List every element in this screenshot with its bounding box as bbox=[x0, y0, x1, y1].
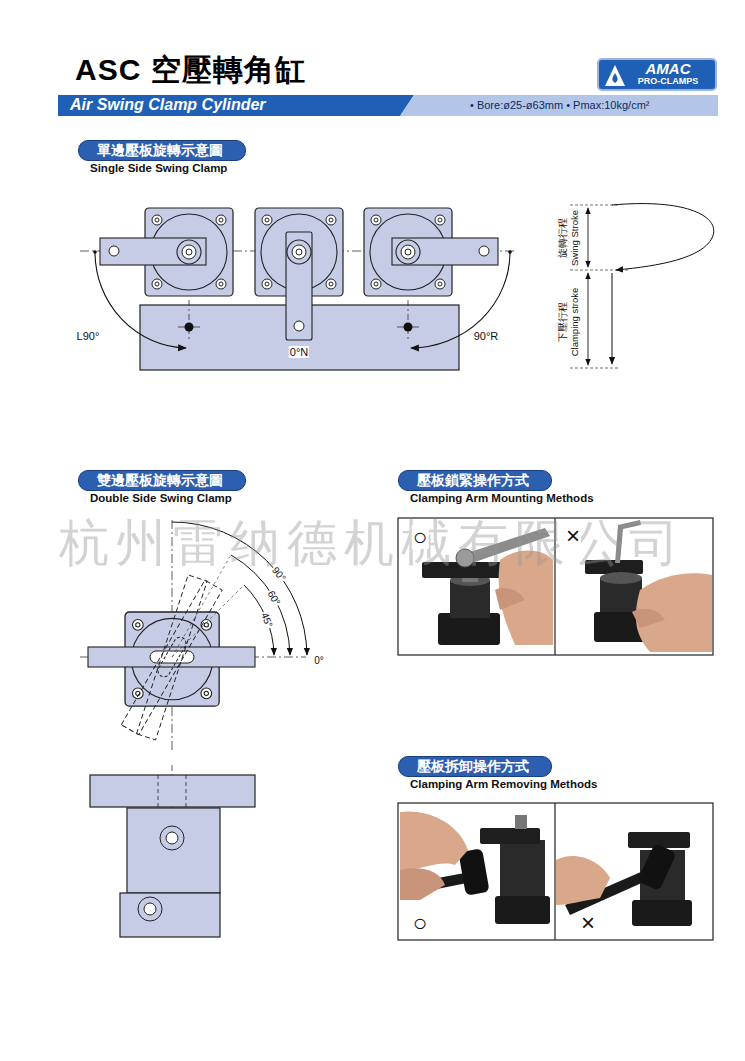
heading-pill: 壓板鎖緊操作方式 bbox=[398, 470, 552, 491]
heading-english: Clamping Arm Mounting Methods bbox=[410, 491, 594, 505]
heading-pill: 雙邊壓板旋轉示意圖 bbox=[78, 470, 246, 491]
wrong-mark: × bbox=[580, 911, 596, 935]
section-heading: 單邊壓板旋轉示意圖Single Side Swing Clamp bbox=[78, 140, 246, 175]
band-title: Air Swing Clamp Cylinder bbox=[70, 95, 266, 115]
brand-logo: AMACPRO-CLAMPS bbox=[597, 58, 717, 91]
stroke-label: 旋轉行程 bbox=[558, 218, 568, 258]
stroke-label: Swing Stroke bbox=[570, 210, 580, 266]
section-heading: 雙邊壓板旋轉示意圖Double Side Swing Clamp bbox=[78, 470, 246, 505]
brand-name: AMAC bbox=[629, 61, 707, 76]
page-title: ASC 空壓轉角缸 bbox=[75, 50, 306, 91]
angle-label: 45° bbox=[259, 610, 276, 630]
heading-pill: 壓板拆卸操作方式 bbox=[398, 756, 552, 777]
watermark: 杭州雷纳德机械有限公司 bbox=[59, 517, 686, 569]
angle-label: 90°R bbox=[473, 330, 500, 342]
heading-english: Double Side Swing Clamp bbox=[90, 491, 246, 505]
angle-label: 0°N bbox=[289, 346, 309, 358]
heading-english: Clamping Arm Removing Methods bbox=[410, 777, 597, 791]
section-heading: 壓板拆卸操作方式Clamping Arm Removing Methods bbox=[398, 756, 597, 791]
heading-english: Single Side Swing Clamp bbox=[90, 161, 246, 175]
logo-drop bbox=[612, 73, 617, 83]
heading-pill: 單邊壓板旋轉示意圖 bbox=[78, 140, 246, 161]
brand-tagline: PRO-CLAMPS bbox=[629, 76, 707, 87]
angle-label: 60° bbox=[265, 588, 283, 608]
logo-icon bbox=[604, 64, 626, 88]
stroke-label: 下壓行程 bbox=[558, 302, 568, 342]
angle-label: L90° bbox=[76, 330, 101, 342]
correct-mark: ○ bbox=[412, 911, 429, 935]
angle-label: 0° bbox=[313, 655, 325, 666]
spec-text: • Bore:ø25-ø63mm • Pmax:10kg/cm² bbox=[470, 95, 649, 115]
stroke-label: Clamping stroke bbox=[570, 288, 580, 357]
section-heading: 壓板鎖緊操作方式Clamping Arm Mounting Methods bbox=[398, 470, 594, 505]
header-band: Air Swing Clamp Cylinder bbox=[70, 95, 266, 115]
logo-triangle bbox=[605, 65, 625, 86]
wrong-mark: × bbox=[565, 524, 581, 548]
correct-mark: ○ bbox=[412, 525, 429, 549]
spec-band: • Bore:ø25-ø63mm • Pmax:10kg/cm² bbox=[470, 95, 649, 115]
